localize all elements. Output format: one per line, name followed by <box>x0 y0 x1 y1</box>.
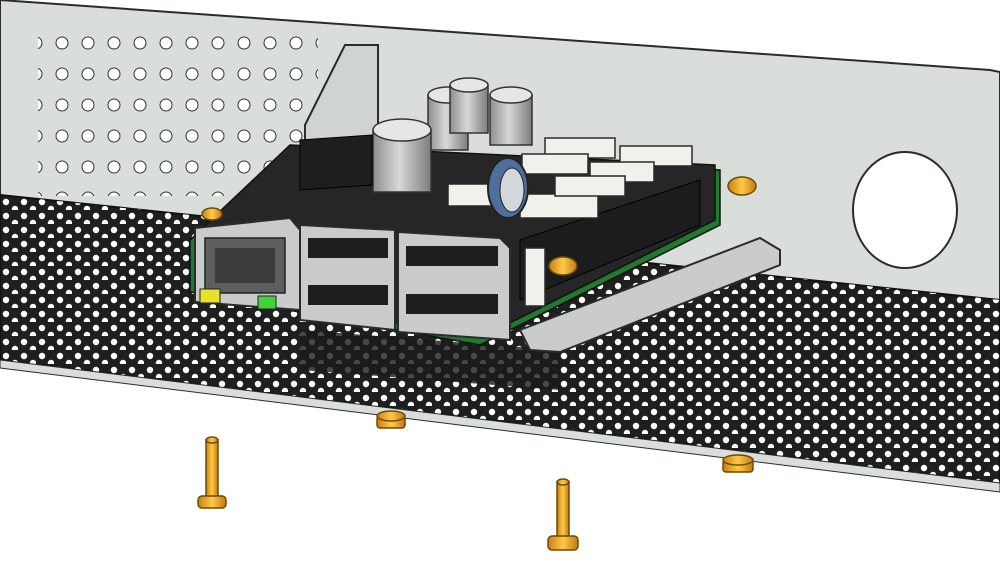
led-yellow <box>199 288 221 304</box>
board-nuts <box>201 176 757 276</box>
usb-port-right <box>397 230 511 342</box>
round-cutout <box>852 151 958 269</box>
standoff-screw-icon <box>197 436 227 509</box>
mounting-rail <box>518 236 781 354</box>
nut-icon <box>376 410 406 429</box>
nut-icon <box>727 176 757 196</box>
usb-port-left <box>299 223 396 332</box>
ethernet-port <box>194 216 301 312</box>
nut-icon <box>548 256 578 276</box>
capacitors <box>372 77 533 193</box>
inductor-block <box>299 134 373 191</box>
nut-icon <box>722 454 754 473</box>
standoff-screw-icon <box>547 478 579 551</box>
loose-hardware <box>197 410 754 551</box>
nut-icon <box>201 207 223 221</box>
led-green <box>257 295 277 310</box>
standoff <box>524 247 546 307</box>
